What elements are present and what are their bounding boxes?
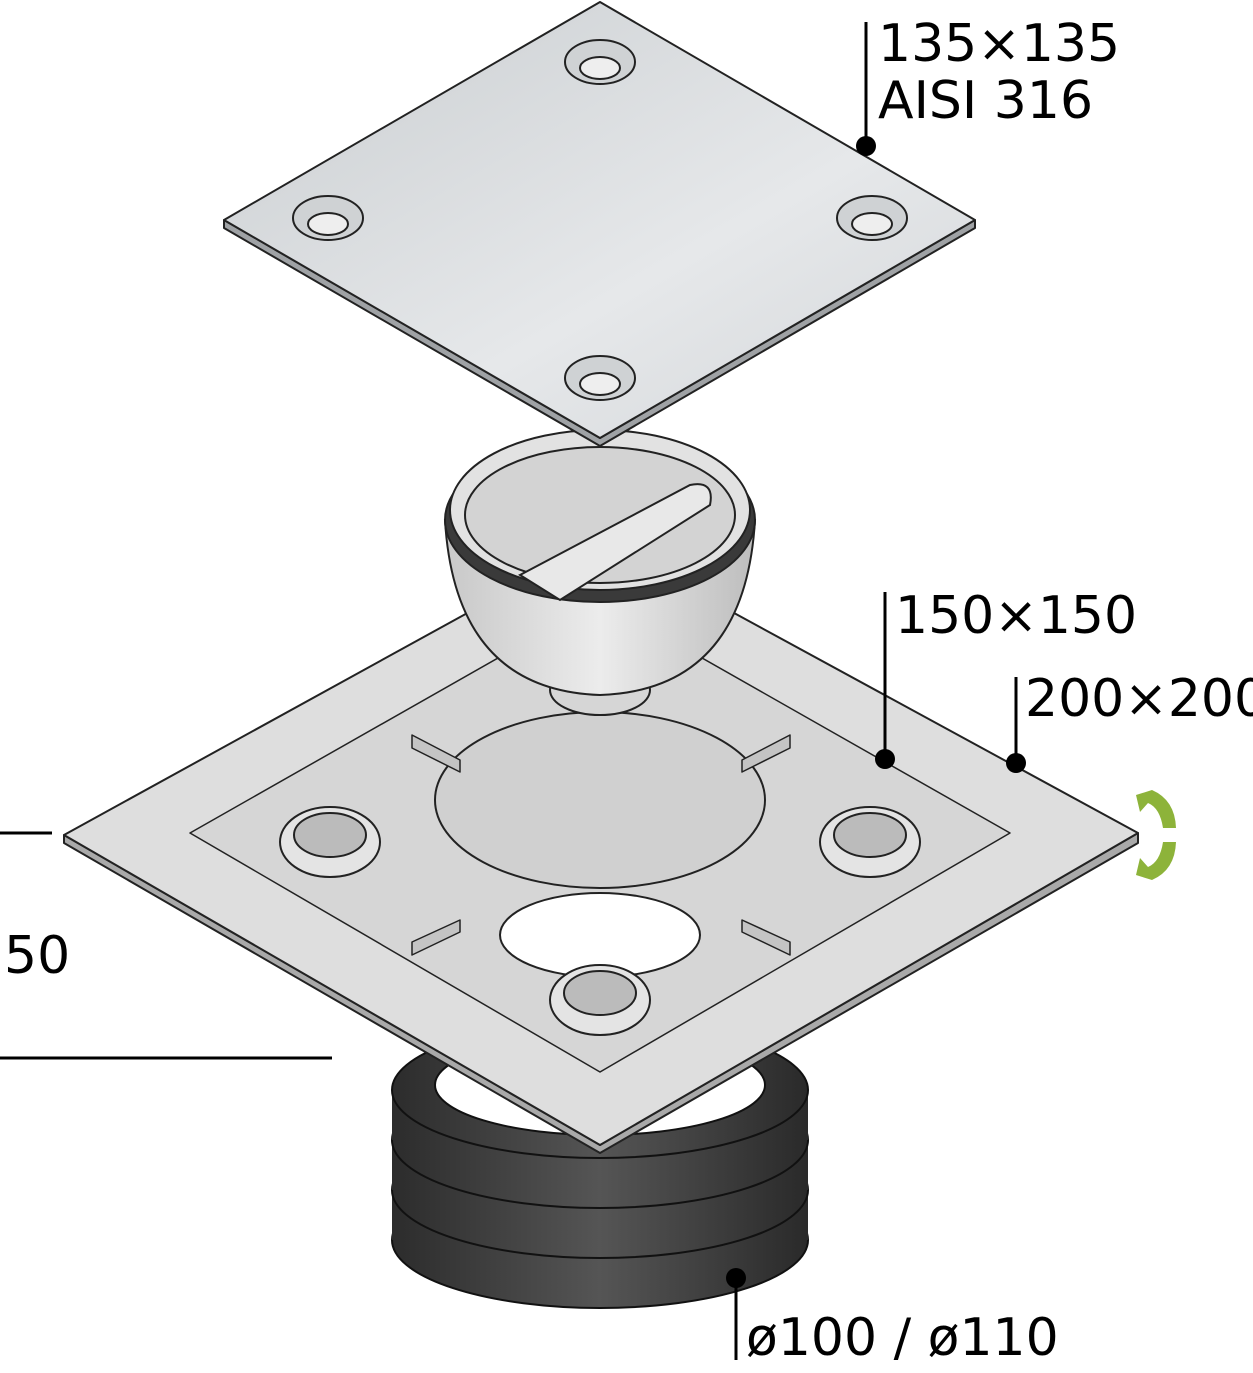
base-frame bbox=[63, 539, 1139, 1154]
rotate-arrows-icon bbox=[1136, 790, 1176, 880]
frame-hole bbox=[279, 806, 921, 1036]
inner-frame-size-label: 150×150 bbox=[895, 586, 1138, 646]
top-grate bbox=[223, 1, 976, 447]
pipe-diameter-label: ø100 / ø110 bbox=[746, 1308, 1059, 1368]
dimension-leaders bbox=[0, 22, 1018, 1360]
leader-dots bbox=[726, 136, 1026, 1288]
grate-size-label: 135×135 bbox=[878, 14, 1121, 74]
odor-trap-cup bbox=[443, 429, 757, 716]
grate-screw-hole bbox=[292, 39, 908, 401]
height-label: 50 bbox=[4, 926, 71, 986]
outer-frame-size-label: 200×200 bbox=[1025, 669, 1253, 729]
grate-material-label: AISI 316 bbox=[878, 71, 1094, 131]
